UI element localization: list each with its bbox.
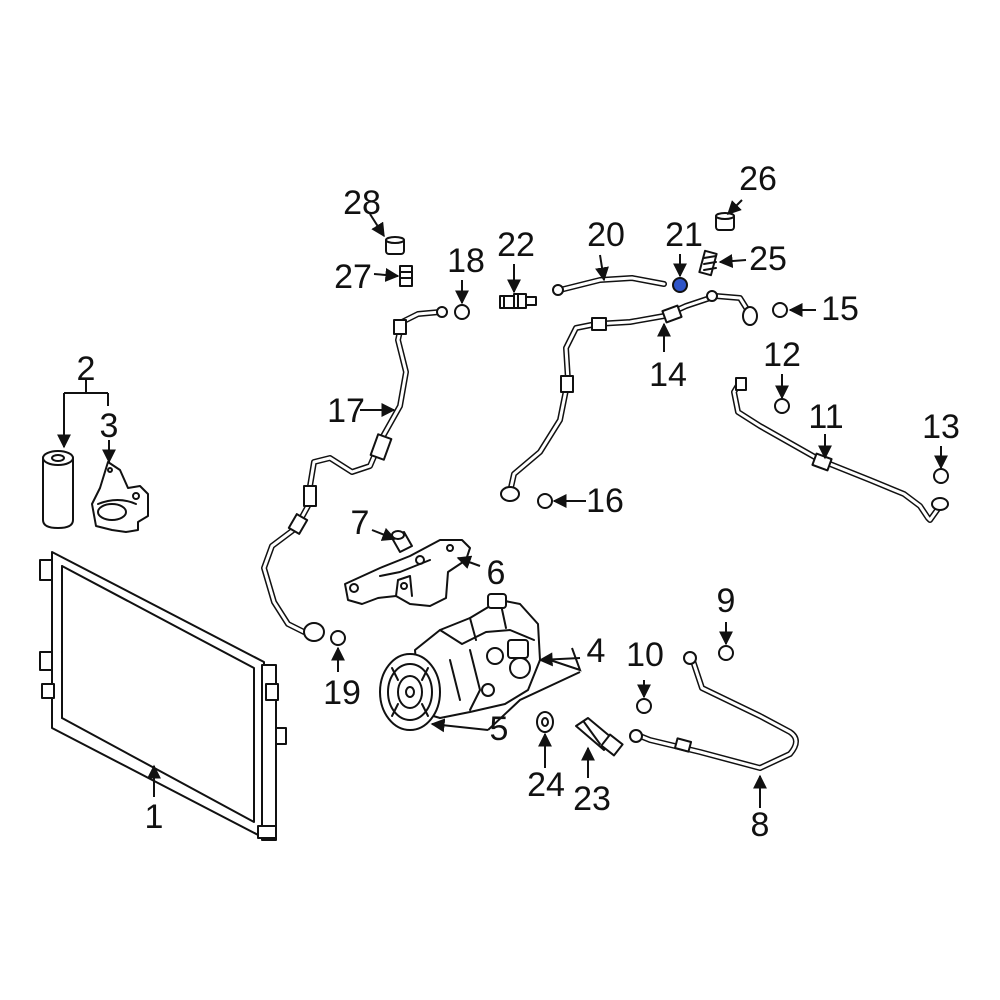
callout-21[interactable]: 21 [665, 216, 703, 254]
part-line[interactable] [552, 275, 667, 296]
part-12-o-ring[interactable] [774, 398, 790, 414]
callout-14[interactable]: 14 [649, 356, 687, 394]
part-28-cap[interactable] [385, 236, 405, 255]
part-discharge-line[interactable] [629, 651, 799, 771]
callout-7[interactable]: 7 [351, 504, 370, 542]
callout-12[interactable]: 12 [763, 336, 801, 374]
callout-17[interactable]: 17 [327, 392, 365, 430]
callout-9[interactable]: 9 [717, 582, 736, 620]
callout-22[interactable]: 22 [497, 226, 535, 264]
part-25-valve-core[interactable] [698, 249, 718, 277]
part-18-o-ring[interactable] [454, 304, 470, 320]
part-suction-line[interactable] [500, 290, 758, 502]
callout-labels: 1 2 3 4 5 6 7 8 9 10 11 12 13 14 15 16 1… [77, 160, 960, 844]
callout-24[interactable]: 24 [527, 766, 565, 804]
leader-lines [57, 199, 948, 808]
callout-15[interactable]: 15 [821, 290, 859, 328]
part-24-seal[interactable] [536, 711, 554, 733]
callout-2[interactable]: 2 [77, 350, 96, 388]
callout-11[interactable]: 11 [808, 398, 843, 436]
callout-19[interactable]: 19 [323, 674, 361, 712]
callout-25[interactable]: 25 [749, 240, 787, 278]
part-receiver-drier[interactable] [42, 450, 74, 529]
callout-8[interactable]: 8 [751, 806, 770, 844]
callout-13[interactable]: 13 [922, 408, 960, 446]
callout-1[interactable]: 1 [145, 798, 164, 836]
part-9-o-ring[interactable] [718, 645, 734, 661]
callout-26[interactable]: 26 [739, 160, 777, 198]
callout-4[interactable]: 4 [587, 632, 606, 670]
part-bushing[interactable] [391, 530, 413, 553]
callout-16[interactable]: 16 [586, 482, 624, 520]
callout-5[interactable]: 5 [490, 710, 509, 748]
part-16-o-ring[interactable] [537, 493, 553, 509]
part-22-pressure-sensor[interactable] [499, 293, 537, 309]
callout-27[interactable]: 27 [334, 258, 372, 296]
part-19-o-ring[interactable] [330, 630, 346, 646]
part-23-pressure-switch[interactable] [575, 717, 624, 757]
part-condenser[interactable] [39, 551, 287, 841]
callout-23[interactable]: 23 [573, 780, 611, 818]
part-26-cap[interactable] [715, 212, 735, 231]
part-compressor-clutch[interactable] [379, 653, 441, 731]
part-10-o-ring[interactable] [636, 698, 652, 714]
callout-20[interactable]: 20 [587, 216, 625, 254]
callout-18[interactable]: 18 [447, 242, 485, 280]
part-hose-assembly[interactable] [261, 306, 448, 642]
callout-10[interactable]: 10 [626, 636, 664, 674]
part-27-valve-core[interactable] [399, 265, 413, 287]
part-21-o-ring-highlighted[interactable] [672, 277, 688, 293]
callout-6[interactable]: 6 [487, 554, 506, 592]
part-drier-bracket[interactable] [91, 461, 149, 533]
callout-28[interactable]: 28 [343, 184, 381, 222]
callout-3[interactable]: 3 [100, 407, 119, 445]
part-compressor-bracket[interactable] [344, 539, 471, 607]
part-liquid-line[interactable] [731, 377, 949, 523]
part-13-o-ring[interactable] [933, 468, 949, 484]
part-15-o-ring[interactable] [772, 302, 788, 318]
